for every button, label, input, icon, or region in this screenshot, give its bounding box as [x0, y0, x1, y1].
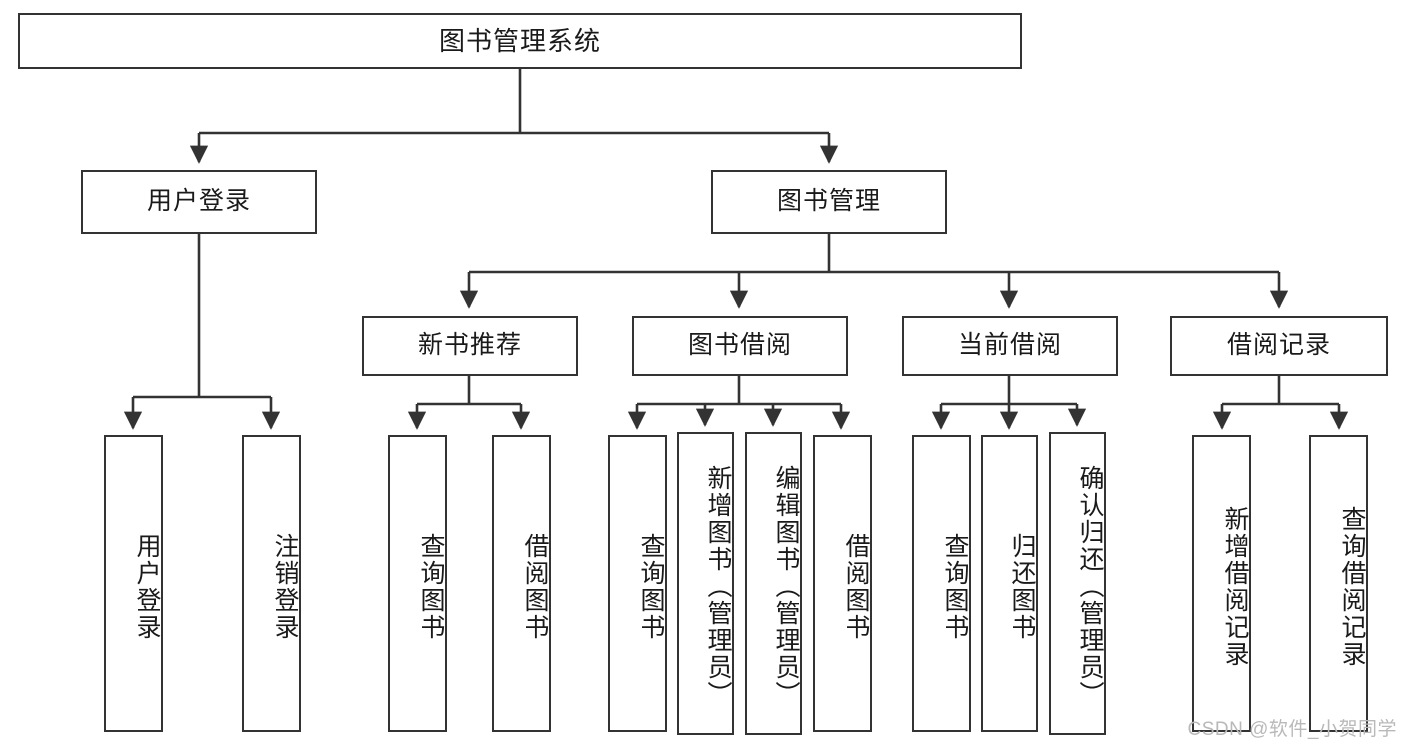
node-leaf-add-record-label: 新增借阅记录	[1221, 505, 1249, 668]
node-root-label: 图书管理系统	[438, 25, 601, 56]
node-leaf-query-book-3-label: 查询图书	[941, 532, 969, 641]
node-leaf-query-book-1-label: 查询图书	[417, 532, 445, 641]
node-leaf-query-record[interactable]: 查询借阅记录	[1309, 435, 1368, 732]
node-borrow-record-label: 借阅记录	[1226, 331, 1331, 360]
node-leaf-add-record[interactable]: 新增借阅记录	[1192, 435, 1251, 732]
node-leaf-add-book[interactable]: 新增图书（管理员）	[677, 432, 734, 735]
node-book-manage[interactable]: 图书管理	[711, 170, 947, 234]
node-leaf-user-login-label: 用户登录	[133, 532, 161, 641]
node-leaf-borrow-book-1-label: 借阅图书	[521, 532, 549, 641]
node-leaf-edit-book[interactable]: 编辑图书（管理员）	[745, 432, 802, 735]
node-leaf-add-book-label: 新增图书（管理员）	[704, 465, 732, 708]
node-leaf-logout[interactable]: 注销登录	[242, 435, 301, 732]
node-new-book-rec-label: 新书推荐	[417, 331, 522, 360]
node-current-borrow-label: 当前借阅	[957, 331, 1062, 360]
node-leaf-query-record-label: 查询借阅记录	[1338, 505, 1366, 668]
node-new-book-rec[interactable]: 新书推荐	[362, 316, 578, 376]
node-user-login-label: 用户登录	[146, 187, 251, 216]
node-leaf-query-book-3[interactable]: 查询图书	[912, 435, 971, 732]
node-leaf-borrow-book-2[interactable]: 借阅图书	[813, 435, 872, 732]
node-leaf-query-book-1[interactable]: 查询图书	[388, 435, 447, 732]
node-leaf-query-book-2[interactable]: 查询图书	[608, 435, 667, 732]
node-leaf-user-login[interactable]: 用户登录	[104, 435, 163, 732]
node-root[interactable]: 图书管理系统	[18, 13, 1022, 69]
node-borrow-record[interactable]: 借阅记录	[1170, 316, 1388, 376]
node-leaf-borrow-book-2-label: 借阅图书	[842, 532, 870, 641]
node-user-login[interactable]: 用户登录	[81, 170, 317, 234]
node-book-borrow-label: 图书借阅	[687, 331, 792, 360]
node-leaf-return-book-label: 归还图书	[1008, 532, 1036, 641]
node-leaf-logout-label: 注销登录	[271, 532, 299, 641]
watermark-text: CSDN @软件_小贺同学	[1187, 719, 1397, 740]
node-leaf-query-book-2-label: 查询图书	[637, 532, 665, 641]
node-leaf-edit-book-label: 编辑图书（管理员）	[772, 465, 800, 708]
node-leaf-return-book[interactable]: 归还图书	[981, 435, 1038, 732]
node-leaf-confirm-return-label: 确认归还（管理员）	[1076, 465, 1104, 708]
node-leaf-borrow-book-1[interactable]: 借阅图书	[492, 435, 551, 732]
node-leaf-confirm-return[interactable]: 确认归还（管理员）	[1049, 432, 1106, 735]
node-current-borrow[interactable]: 当前借阅	[902, 316, 1118, 376]
node-book-manage-label: 图书管理	[776, 187, 881, 216]
node-book-borrow[interactable]: 图书借阅	[632, 316, 848, 376]
